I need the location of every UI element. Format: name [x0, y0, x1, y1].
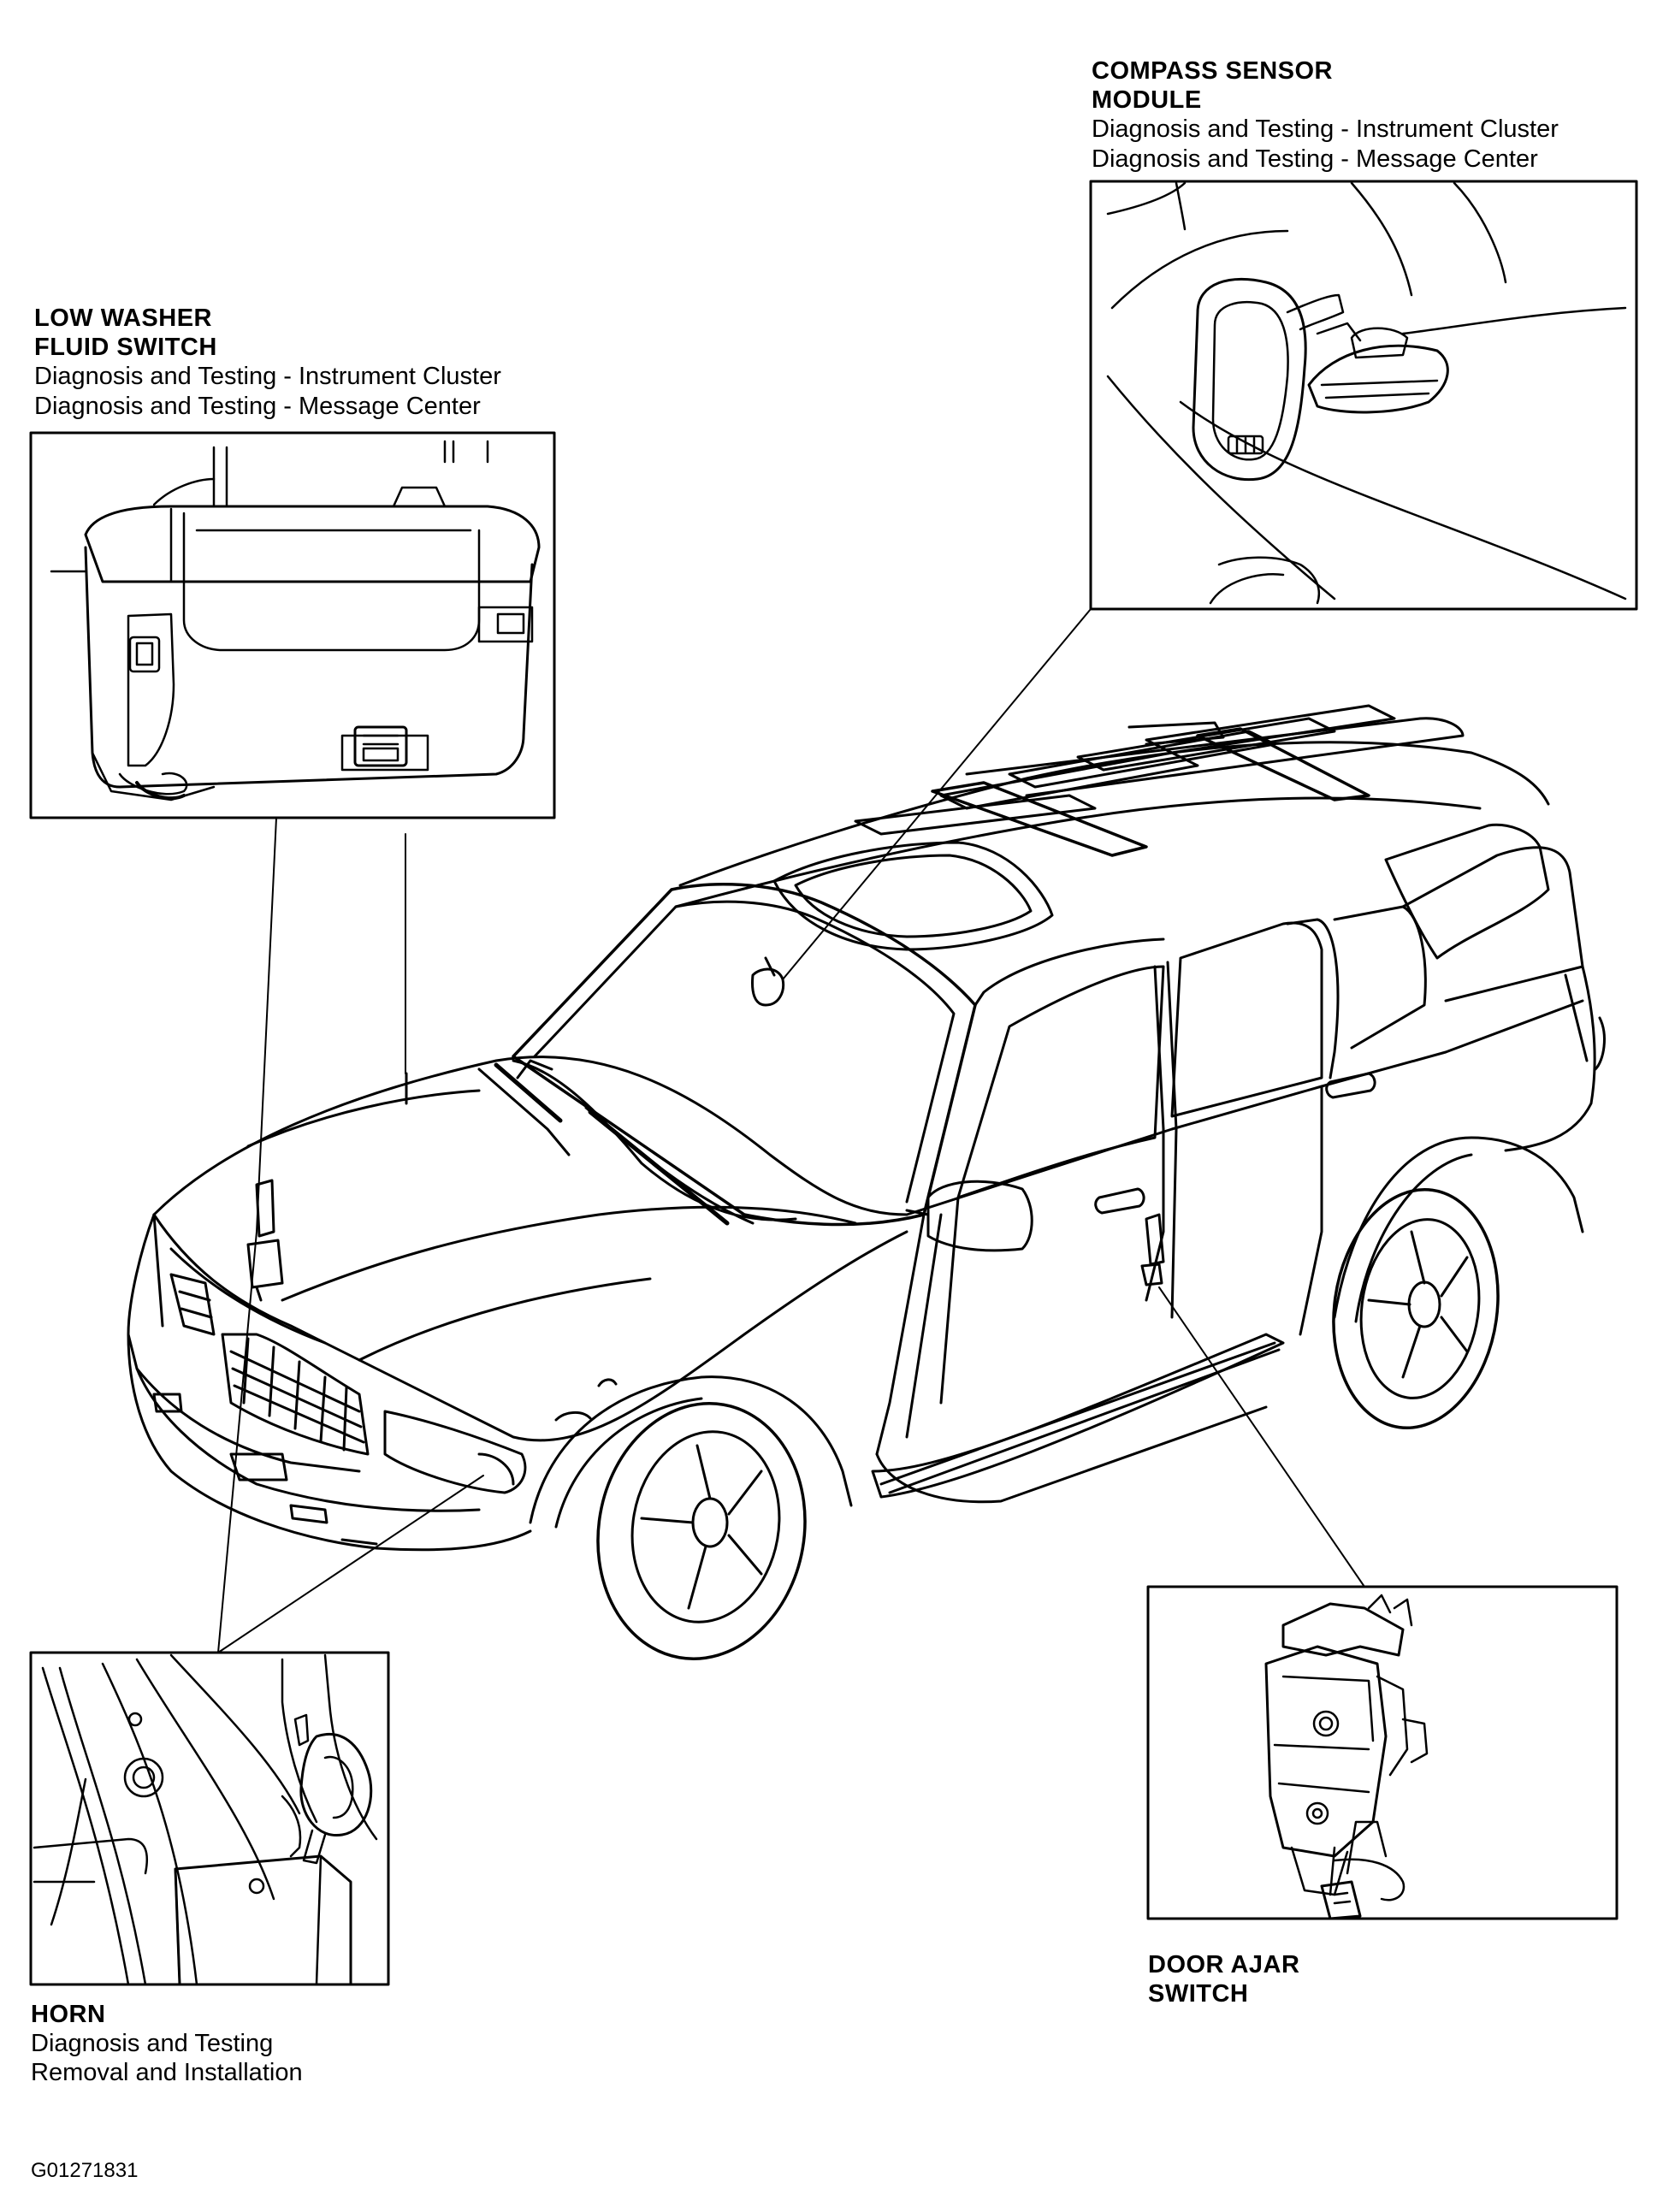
horn-detail-art [33, 1653, 378, 1986]
compass-detail-box [1089, 180, 1638, 611]
door-title-line1: DOOR AJAR [1148, 1951, 1300, 1978]
washer-ref-instrument-cluster: Diagnosis and Testing - Instrument Clust… [34, 363, 501, 391]
horn-ref-diagnosis: Diagnosis and Testing [31, 2030, 274, 2058]
compass-ref-message-center: Diagnosis and Testing - Message Center [1092, 145, 1538, 173]
door-detail-box [1146, 1585, 1619, 1920]
compass-ref-instrument-cluster: Diagnosis and Testing - Instrument Clust… [1092, 115, 1559, 144]
washer-title-line2: FLUID SWITCH [34, 334, 217, 362]
washer-title-line1: LOW WASHER [34, 305, 212, 332]
door-ajar-callout: DOOR AJAR SWITCH [1148, 1950, 1299, 2008]
horn-callout: HORN Diagnosis and Testing Removal and I… [31, 2000, 303, 2088]
compass-title-line2: MODULE [1092, 86, 1202, 115]
door-title-line2: SWITCH [1148, 1980, 1249, 2008]
washer-detail-art [50, 440, 541, 801]
horn-ref-removal: Removal and Installation [31, 2059, 303, 2087]
washer-detail-box [29, 431, 556, 819]
washer-switch-callout: LOW WASHER FLUID SWITCH Diagnosis and Te… [34, 304, 501, 421]
compass-sensor-callout: COMPASS SENSOR MODULE Diagnosis and Test… [1092, 56, 1559, 174]
horn-title: HORN [31, 2001, 106, 2028]
figure-id: G01271831 [31, 2159, 139, 2182]
suv-illustration [127, 704, 1606, 1660]
compass-title-line1: COMPASS SENSOR [1092, 57, 1334, 85]
door-latch-detail-art [1264, 1594, 1429, 1920]
washer-ref-message-center: Diagnosis and Testing - Message Center [34, 392, 481, 420]
compass-detail-art [1106, 181, 1627, 605]
